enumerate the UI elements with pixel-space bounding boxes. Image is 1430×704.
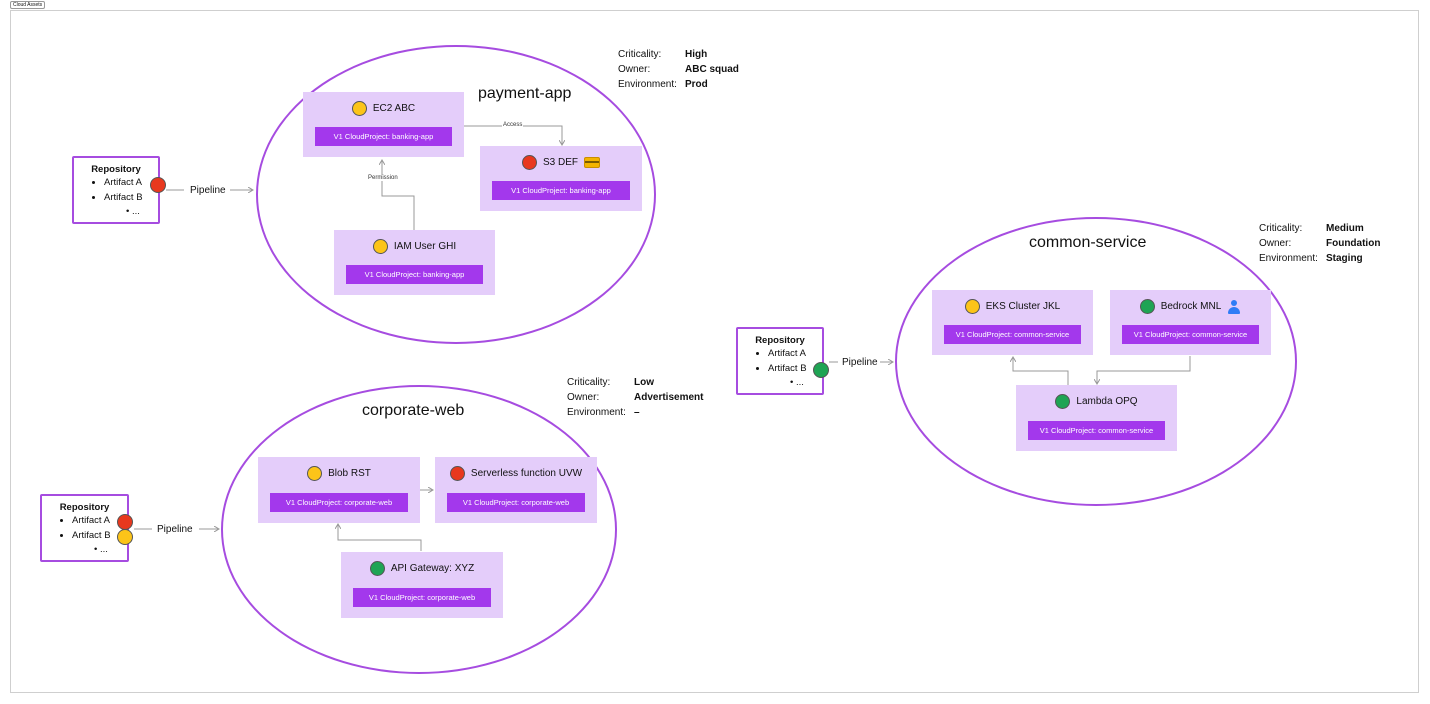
artifact-item: Artifact A — [104, 176, 158, 191]
meta-key: Criticality: — [567, 377, 611, 388]
project-tag: V1 CloudProject: common-service — [944, 325, 1081, 344]
canvas-tab-label[interactable]: Cloud Assets — [10, 1, 46, 9]
status-dot-yellow — [307, 466, 323, 481]
meta-key: Owner: — [1259, 238, 1292, 249]
project-tag: V1 CloudProject: banking-app — [492, 181, 630, 200]
artifact-item: Artifact B — [72, 529, 127, 544]
status-dot-yellow — [964, 299, 980, 314]
status-dot-red — [449, 466, 465, 481]
cluster-ellipse-payment-app[interactable] — [256, 45, 656, 344]
meta-value: Staging — [1326, 253, 1363, 264]
edge-label-permission: Permission — [367, 175, 399, 181]
edge-label-access: Access — [502, 122, 524, 128]
repository-payment-app[interactable]: Repository Artifact A Artifact B • ... — [72, 156, 166, 224]
project-tag: V1 CloudProject: common-service — [1028, 421, 1165, 440]
node-name: EKS Cluster JKL — [985, 301, 1061, 312]
artifact-more: • ... — [790, 377, 804, 388]
status-dot-red — [521, 155, 537, 170]
status-dot-yellow — [372, 239, 388, 254]
repository-title: Repository — [59, 502, 110, 513]
status-dot-red — [117, 514, 133, 530]
cluster-title-corporate-web: corporate-web — [362, 402, 465, 419]
meta-key: Environment: — [1259, 253, 1318, 264]
cluster-ellipse-corporate-web[interactable] — [221, 385, 617, 674]
node-eks-cluster-jkl[interactable]: EKS Cluster JKL V1 CloudProject: common-… — [932, 290, 1093, 355]
node-api-gateway-xyz[interactable]: API Gateway: XYZ V1 CloudProject: corpor… — [341, 552, 503, 618]
meta-key: Environment: — [567, 407, 626, 418]
more-text: ... — [99, 544, 108, 555]
meta-key: Owner: — [618, 64, 651, 75]
meta-value: Low — [634, 377, 654, 388]
meta-value: Foundation — [1326, 238, 1381, 249]
artifact-more: • ... — [94, 544, 108, 555]
node-name: Serverless function UVW — [470, 468, 583, 479]
meta-key: Environment: — [618, 79, 677, 90]
repository-title: Repository — [755, 335, 805, 346]
artifact-item: Artifact B — [104, 191, 158, 206]
cluster-title-payment-app: payment-app — [478, 85, 572, 102]
meta-key: Owner: — [567, 392, 600, 403]
pipeline-label: Pipeline — [190, 185, 226, 196]
artifact-more: • ... — [126, 206, 140, 217]
meta-value: Prod — [685, 79, 708, 90]
node-blob-rst[interactable]: Blob RST V1 CloudProject: corporate-web — [258, 457, 420, 523]
artifact-item: Artifact A — [768, 347, 822, 362]
node-iam-user-ghi[interactable]: IAM User GHI V1 CloudProject: banking-ap… — [334, 230, 495, 295]
node-serverless-function-uvw[interactable]: Serverless function UVW V1 CloudProject:… — [435, 457, 597, 523]
cluster-title-common-service: common-service — [1029, 234, 1147, 251]
project-tag: V1 CloudProject: banking-app — [315, 127, 452, 146]
status-dot-yellow — [351, 101, 367, 116]
meta-value: High — [685, 49, 708, 60]
project-tag: V1 CloudProject: corporate-web — [353, 588, 491, 607]
credit-card-icon — [584, 157, 600, 168]
cluster-meta-common-service: Criticality: Medium Owner: Foundation Envi… — [1259, 221, 1380, 266]
node-name: EC2 ABC — [372, 103, 416, 114]
node-name: S3 DEF — [542, 157, 578, 168]
meta-value: Medium — [1326, 223, 1364, 234]
repository-common-service[interactable]: Repository Artifact A Artifact B • ... — [736, 327, 829, 395]
cluster-meta-payment-app: Criticality: High Owner: ABC squad Environ… — [618, 47, 739, 92]
status-dot-yellow — [117, 529, 133, 545]
project-tag: V1 CloudProject: corporate-web — [270, 493, 408, 512]
pipeline-label: Pipeline — [842, 357, 878, 368]
more-text: ... — [131, 206, 140, 217]
node-s3-def[interactable]: S3 DEF V1 CloudProject: banking-app — [480, 146, 642, 211]
artifact-item: Artifact A — [72, 514, 127, 529]
status-dot-green — [369, 561, 385, 576]
node-name: Blob RST — [328, 468, 371, 479]
meta-value: ABC squad — [685, 64, 739, 75]
meta-key: Criticality: — [1259, 223, 1303, 234]
artifact-item: Artifact B — [768, 362, 822, 377]
meta-value: – — [634, 407, 640, 418]
node-name: Lambda OPQ — [1076, 396, 1138, 407]
person-icon — [1227, 299, 1241, 314]
status-dot-green — [1055, 394, 1071, 409]
canvas-frame — [10, 10, 1419, 693]
node-lambda-opq[interactable]: Lambda OPQ V1 CloudProject: common-servi… — [1016, 385, 1177, 451]
node-name: Bedrock MNL — [1160, 301, 1222, 312]
status-dot-green — [1139, 299, 1155, 314]
meta-key: Criticality: — [618, 49, 662, 60]
cluster-ellipse-common-service[interactable] — [895, 217, 1297, 506]
node-name: IAM User GHI — [393, 241, 457, 252]
repository-corporate-web[interactable]: Repository Artifact A Artifact B • ... — [40, 494, 133, 562]
project-tag: V1 CloudProject: corporate-web — [447, 493, 585, 512]
node-bedrock-mnl[interactable]: Bedrock MNL V1 CloudProject: common-serv… — [1110, 290, 1271, 355]
pipeline-label: Pipeline — [157, 524, 193, 535]
more-text: ... — [795, 377, 804, 388]
status-dot-red — [150, 177, 166, 193]
cluster-meta-corporate-web: Criticality: Low Owner: Advertisement Envi… — [567, 375, 703, 420]
node-ec2-abc[interactable]: EC2 ABC V1 CloudProject: banking-app — [303, 92, 464, 157]
project-tag: V1 CloudProject: banking-app — [346, 265, 483, 284]
repository-title: Repository — [91, 164, 141, 175]
status-dot-green — [813, 362, 829, 378]
project-tag: V1 CloudProject: common-service — [1122, 325, 1259, 344]
meta-value: Advertisement — [634, 392, 704, 403]
node-name: API Gateway: XYZ — [390, 563, 475, 574]
